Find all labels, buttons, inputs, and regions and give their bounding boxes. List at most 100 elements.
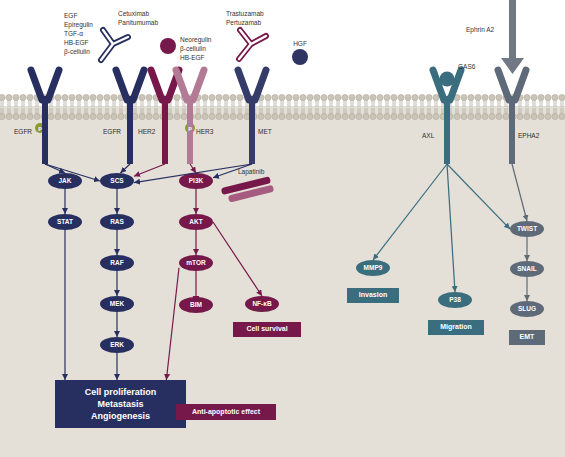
signaling-protein: PI3K (179, 173, 213, 189)
lipid-head (412, 94, 418, 100)
lipid-head (342, 94, 348, 100)
lipid-head (181, 113, 187, 119)
lipid-head (111, 94, 117, 100)
lipid-head (62, 94, 68, 100)
outcome-text: Invasion (359, 291, 387, 299)
lipid-head (531, 94, 537, 100)
signaling-protein: SLUG (510, 301, 544, 317)
lipid-head (412, 113, 418, 119)
drug-name: Panitumumab (118, 19, 158, 26)
lipid-head (328, 113, 334, 119)
lipid-head (97, 113, 103, 119)
ligand-name: HB-EGF (64, 39, 89, 46)
lipid-heads (0, 94, 565, 100)
protein-ellipse (179, 173, 213, 189)
inhibitor-bar (228, 185, 274, 203)
lipid-head (223, 113, 229, 119)
pathway-arrow (45, 164, 65, 173)
lipid-head (475, 113, 481, 119)
lipid-tails (1, 100, 565, 114)
receptor-shape (100, 66, 138, 164)
arrow-head (501, 58, 524, 74)
pathway-arrow (116, 312, 117, 337)
lipid-head (76, 113, 82, 119)
protein-ellipse (510, 261, 544, 277)
lipid-head (27, 94, 33, 100)
lipid-head (426, 94, 432, 100)
protein-name: MEK (110, 300, 124, 307)
lipid-head (237, 113, 243, 119)
receptor-name: MET (258, 128, 272, 135)
lipid-head (69, 94, 75, 100)
lipid-head (349, 94, 355, 100)
protein-name: STAT (57, 218, 73, 225)
outcome-text: Migration (440, 323, 472, 331)
protein-ellipse (179, 297, 213, 313)
drug-name: Pertuzamab (226, 19, 261, 26)
lipid-head (118, 113, 124, 119)
drug-name: Cetuximab (118, 10, 149, 17)
ligand-name: TGF-α (64, 30, 83, 37)
connectors (45, 164, 527, 380)
signaling-protein: AKT (179, 214, 213, 230)
lipid-head (524, 113, 530, 119)
protein-ellipse (179, 255, 213, 271)
lipid-head (13, 94, 19, 100)
lipid-head (377, 113, 383, 119)
lipid-head (307, 113, 313, 119)
lipid-head (538, 113, 544, 119)
protein-name: PI3K (189, 177, 203, 184)
lipid-head (391, 94, 397, 100)
lipid-head (426, 113, 432, 119)
antibody-inner (239, 30, 266, 59)
lipid-head (286, 113, 292, 119)
pathway-arrow (134, 164, 165, 176)
lipid-head (69, 113, 75, 119)
antibody-symbol (101, 30, 128, 60)
protein-name: AKT (189, 218, 202, 225)
drug-name: Lapatinib (238, 168, 264, 175)
ligand-name: HB-EGF (180, 54, 205, 61)
lipid-head (384, 94, 390, 100)
lipid-head (405, 113, 411, 119)
lipid-head (20, 113, 26, 119)
lipid-head (370, 113, 376, 119)
lipid-head (153, 113, 159, 119)
receptor-arms (238, 70, 266, 100)
lipid-head (468, 113, 474, 119)
outcome-text: Cell proliferation (85, 386, 157, 398)
pathway-arrow (166, 268, 179, 380)
receptor-name: AXL (422, 132, 434, 139)
receptor-name: EGFR (103, 128, 121, 135)
lipid-head (300, 94, 306, 100)
lipid-head (328, 94, 334, 100)
lipid-head (524, 94, 530, 100)
antibody-inner (101, 30, 128, 60)
outcome-text: Anti-apoptotic effect (192, 408, 260, 416)
signaling-protein: P38 (438, 292, 472, 308)
signaling-protein: SNAIL (510, 261, 544, 277)
protein-name: JAK (58, 177, 71, 184)
protein-name: SLUG (518, 305, 536, 312)
lipid-head (482, 113, 488, 119)
lipid-head (419, 113, 425, 119)
lipid-head (433, 94, 439, 100)
receptor: EGFR (12, 66, 64, 164)
receptor-shape (236, 66, 280, 164)
outcome-box: Anti-apoptotic effect (176, 404, 276, 420)
lipid-head (104, 113, 110, 119)
lipid-head (48, 113, 54, 119)
lipid-head (335, 113, 341, 119)
lipid-head (398, 94, 404, 100)
lipid-head (265, 113, 271, 119)
lipid-head (6, 113, 12, 119)
pathway-arrow (447, 164, 455, 292)
receptor-name: HER3 (196, 128, 213, 135)
lipid-head (482, 94, 488, 100)
lipid-head (223, 94, 229, 100)
receptor: EPHA2 (495, 66, 555, 164)
pathway-arrow (116, 271, 117, 296)
lipid-head (517, 113, 523, 119)
protein-ellipse (100, 337, 134, 353)
receptor: AXL (420, 66, 464, 164)
